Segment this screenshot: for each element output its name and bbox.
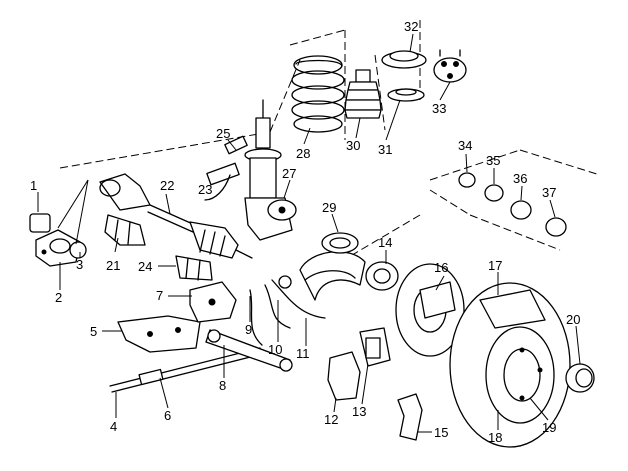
caliper-bracket (397, 393, 423, 441)
callout-13: 13 (352, 404, 366, 419)
callout-29: 29 (322, 200, 336, 215)
callout-22: 22 (160, 178, 174, 193)
callout-numbers: 1 2 3 4 5 6 7 8 9 10 11 12 13 14 15 16 1… (30, 19, 580, 445)
callout-6: 6 (164, 408, 171, 423)
assembly-guide-lines (59, 20, 601, 269)
callout-36: 36 (513, 171, 527, 186)
callout-1: 1 (30, 178, 37, 193)
callout-30: 30 (346, 138, 360, 153)
callout-3: 3 (76, 257, 83, 272)
callout-20: 20 (566, 312, 580, 327)
callout-8: 8 (219, 378, 226, 393)
callout-7: 7 (156, 288, 163, 303)
brake-hoses (249, 275, 326, 346)
callout-25: 25 (216, 126, 230, 141)
dust-shield (299, 232, 366, 301)
callout-23: 23 (198, 182, 212, 197)
callout-24: 24 (138, 259, 152, 274)
coil-spring (291, 55, 345, 133)
callout-11: 11 (296, 346, 310, 361)
callout-4: 4 (110, 419, 117, 434)
shock-absorber-strut (204, 99, 297, 241)
bump-stop-boot (344, 69, 382, 119)
callout-5: 5 (90, 324, 97, 339)
callout-21: 21 (106, 258, 120, 273)
upper-strut-mount (381, 49, 467, 102)
leader-lines (37, 33, 581, 433)
callout-32: 32 (404, 19, 418, 34)
control-arm-and-rod (109, 329, 293, 393)
callout-14: 14 (378, 235, 392, 250)
callout-37: 37 (542, 185, 556, 200)
callout-15: 15 (434, 425, 448, 440)
callout-17: 17 (488, 258, 502, 273)
callout-2: 2 (55, 290, 62, 305)
callout-16: 16 (434, 260, 448, 275)
callout-18: 18 (488, 430, 502, 445)
hub-and-bearing (365, 261, 465, 357)
callout-9: 9 (245, 322, 252, 337)
small-hardware-parts (458, 172, 567, 237)
callout-28: 28 (296, 146, 310, 161)
lower-brackets (117, 281, 237, 353)
hub-cap (565, 363, 595, 393)
brake-disc (449, 282, 571, 448)
callout-27: 27 (282, 166, 296, 181)
callout-34: 34 (458, 138, 472, 153)
callout-33: 33 (432, 101, 446, 116)
callout-35: 35 (486, 153, 500, 168)
inner-cv-joint-housing (29, 213, 87, 267)
brake-caliper-and-pads (327, 327, 391, 401)
callout-12: 12 (324, 412, 338, 427)
drive-shaft-assembly (99, 173, 253, 281)
callout-31: 31 (378, 142, 392, 157)
callout-19: 19 (542, 420, 556, 435)
callout-10: 10 (268, 342, 282, 357)
